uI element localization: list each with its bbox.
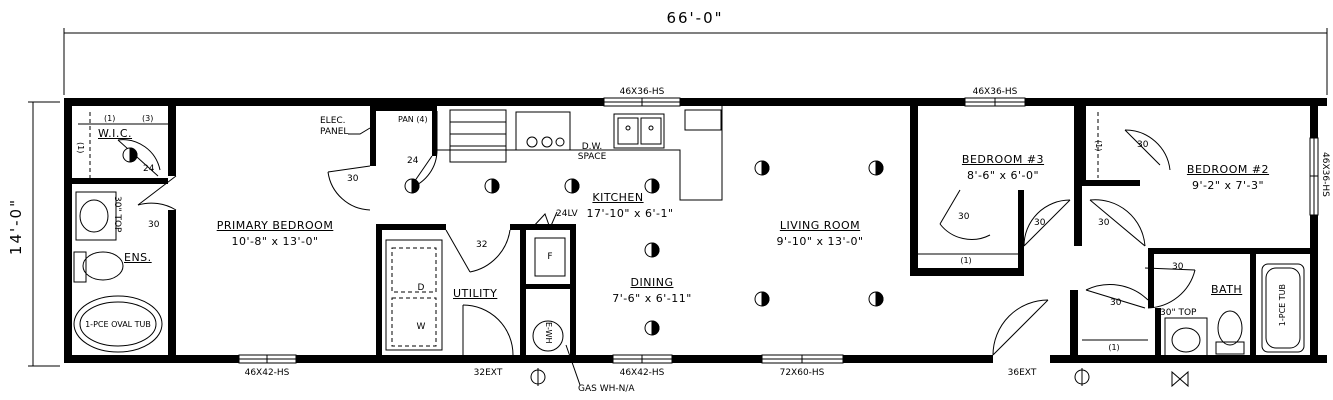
gas-wh-label: GAS WH-N/A [578,384,635,394]
wic-shelf-3: (3) [142,114,154,123]
kitchen-counters [436,106,723,201]
bath-vanity-label: 30" TOP [1160,308,1197,318]
elec-panel-label-2: PANEL [320,127,349,137]
exterior-symbols [530,368,1189,388]
overall-width-label: 66'-0" [666,9,724,27]
washer-label: W [416,322,426,332]
ens-name: ENS. [124,251,152,264]
lv24-label: 24LV [556,209,578,219]
overall-depth-dimension [28,101,60,367]
window-label-right-end: 46X36-HS [1320,152,1330,197]
closet-shelves [78,112,1148,341]
door-label-utility: 32 [476,240,488,250]
door-label-ens: 30 [148,220,160,230]
wic-shelf-1: (1) [104,114,116,123]
kitchen-name: KITCHEN [592,191,644,204]
bedroom3-name: BEDROOM #3 [961,153,1045,166]
leader-lines [348,127,558,230]
living-room-name: LIVING ROOM [779,219,861,232]
door-label-living-ext: 36EXT [1007,368,1037,378]
primary-bedroom-size: 10'-8" x 13'-0" [231,235,319,248]
interior-walls [72,106,1310,355]
dining-name: DINING [630,276,674,289]
window-label-top-right: 46X36-HS [972,87,1018,97]
door-label-linen: 30 [1110,298,1122,308]
window-label-bottom-mid: 46X42-HS [619,368,665,378]
water-heater-label: E-WH [544,322,553,344]
oval-tub-label: 1-PCE OVAL TUB [85,320,151,329]
window-label-top-left: 46X36-HS [619,87,665,97]
primary-bedroom-name: PRIMARY BEDROOM [216,219,334,232]
bath-name: BATH [1211,283,1243,296]
dryer-label: D [417,283,425,293]
door-label-bedroom3-closet: 30 [958,212,970,222]
door-label-primary: 30 [347,174,359,184]
door-swings [117,129,1196,356]
living-room-size: 9'-10" x 13'-0" [776,235,864,248]
door-label-bedroom2: 30 [1098,218,1110,228]
windows [238,97,1319,364]
overall-width-dimension [63,28,1328,95]
door-label-pantry: 24 [407,156,419,166]
bedroom3-shelf: (1) [960,256,972,265]
overall-depth-label: 14'-0" [7,198,25,256]
bedroom2-size: 9'-2" x 7'-3" [1191,179,1265,192]
dining-size: 7'-6" x 6'-11" [612,292,692,305]
utility-name: UTILITY [453,287,498,300]
bedroom3-size: 8'-6" x 6'-0" [966,169,1040,182]
door-label-bath: 30 [1172,262,1184,272]
wic-name: W.I.C. [98,127,133,140]
door-label-utility-ext: 32EXT [473,368,503,378]
dw-label-1: D.W. [581,142,603,152]
elec-panel-label-1: ELEC. [320,116,346,126]
door-label-bedroom3: 30 [1034,218,1046,228]
tub-label: 1-PCE TUB [1278,284,1287,327]
kitchen-size: 17'-10" x 6'-1" [586,207,674,220]
linen-shelf: (1) [1108,343,1120,352]
door-label-wic: 24 [143,164,155,174]
bath-fixtures [73,191,1305,357]
window-label-bottom-left: 46X42-HS [244,368,290,378]
wic-side-shelf: (1) [76,142,85,154]
pantry-label: PAN (4) [398,115,428,124]
door-label-bedroom2-closet: 30 [1137,140,1149,150]
bedroom2-shelf: (1) [1094,140,1103,152]
window-label-bottom-big: 72X60-HS [779,368,825,378]
ceiling-lights [122,147,884,336]
exterior-walls [64,98,1327,363]
utility-fixtures [385,237,581,386]
bedroom2-name: BEDROOM #2 [1186,163,1270,176]
ens-vanity-label: 30" TOP [112,196,122,233]
dw-label-2: SPACE [577,152,607,162]
fridge-label: F [547,252,553,262]
